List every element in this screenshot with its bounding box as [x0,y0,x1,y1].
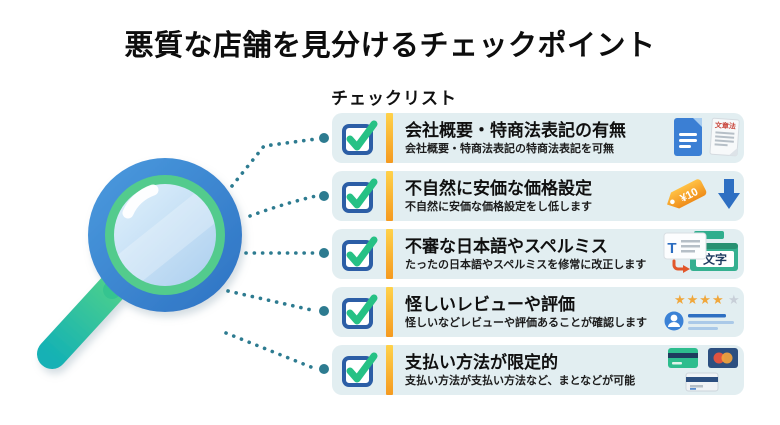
connector-line-5 [224,331,318,371]
accent-bar [386,171,393,221]
item-title: 不自然に安価な価格設定 [405,178,592,198]
checklist-item-company-info: 会社概要・特商法表記の有無 会社概要・特商法表記の特商法表記を可無 文章法 [332,113,744,163]
accent-bar [386,287,393,337]
star-empty: ★ [728,292,740,307]
checkbox-checked-icon [342,120,378,155]
item-title: 支払い方法が限定的 [405,352,558,372]
accent-bar [386,113,393,163]
item-subtitle: 会社概要・特商法表記の特商法表記を可無 [405,142,614,155]
item-title: 怪しいレビューや評価 [405,294,575,314]
price-tag-down-arrow-icon: ¥10 [667,179,740,209]
item-subtitle: 不自然に安価な価格設定をし低します [405,200,592,213]
checkbox-checked-icon [342,178,378,213]
checkbox-checked-icon [342,294,378,329]
item-subtitle: 支払い方法が支払い方法など、まとなどが可能 [405,374,636,387]
magnifying-glass-icon [37,158,242,369]
accent-bar [386,345,393,395]
connector-line-1 [230,137,318,188]
item-title: 会社概要・特商法表記の有無 [405,120,626,140]
item-subtitle: 怪しいなどレビューや評価あることが確認します [405,316,647,329]
connector-line-4 [226,289,318,313]
checkbox-checked-icon [342,352,378,387]
stars-filled: ★★★★ [674,292,725,307]
accent-bar [386,229,393,279]
checklist-item-spelling: 不審な日本語やスペルミス たったの日本語やスペルミスを修常に改正します 文字 T [332,229,744,279]
documents-icon: 文章法 [674,117,740,157]
checklist: 会社概要・特商法表記の有無 会社概要・特商法表記の特商法表記を可無 文章法 [332,113,744,395]
doc-label-text: 文章法 [715,120,737,130]
rating-review-icon: ★★★★ ★ [664,292,740,331]
text-letter-t: T [667,240,676,257]
checklist-item-low-price: 不自然に安価な価格設定 不自然に安価な価格設定をし低します ¥10 [332,171,744,221]
text-card-label: 文字 [703,252,727,267]
text-correction-icon: 文字 T [663,231,738,273]
checklist-label: チェックリスト [331,89,457,108]
checkbox-checked-icon [342,236,378,271]
checklist-item-reviews: 怪しいレビューや評価 怪しいなどレビューや評価あることが確認します ★★★★ ★ [332,287,744,337]
page-title: 悪質な店舗を見分けるチェックポイント [124,30,656,62]
connector-end-dots [319,133,329,374]
dotted-connectors [224,137,318,371]
checklist-item-payment: 支払い方法が限定的 支払い方法が支払い方法など、まとなどが可能 [332,345,744,395]
item-title: 不審な日本語やスペルミス [405,236,608,256]
credit-cards-icon [668,348,738,392]
item-subtitle: たったの日本語やスペルミスを修常に改正します [405,258,647,271]
connector-line-2 [248,194,318,218]
